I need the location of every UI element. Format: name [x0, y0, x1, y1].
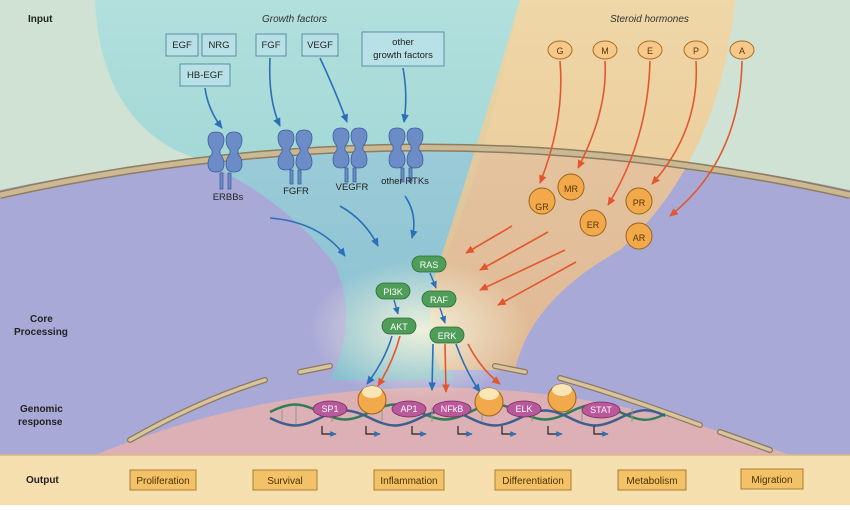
svg-text:E: E: [647, 46, 653, 56]
kinase-ras: RAS: [411, 255, 447, 273]
receptor-vegfr: [332, 127, 368, 183]
svg-text:ER: ER: [587, 220, 600, 230]
kinase-akt: AKT: [381, 317, 417, 335]
gf-vegf: VEGF: [301, 33, 339, 57]
svg-text:AP1: AP1: [400, 404, 417, 414]
hormone-g: G: [547, 40, 573, 60]
hormone-p: P: [683, 40, 709, 60]
output-differentiation: Differentiation: [494, 469, 572, 491]
gf-hb-egf: HB-EGF: [179, 63, 231, 87]
hormone-e: E: [637, 40, 663, 60]
svg-text:GR: GR: [535, 202, 549, 212]
svg-text:M: M: [601, 46, 609, 56]
svg-text:SP1: SP1: [321, 404, 338, 414]
hormone-m: M: [592, 40, 618, 60]
gf-egf: EGF: [165, 33, 199, 57]
svg-text:Migration: Migration: [751, 475, 792, 486]
svg-text:Proliferation: Proliferation: [136, 476, 189, 487]
gf-other: other growth factors: [361, 31, 445, 67]
svg-text:AKT: AKT: [390, 322, 408, 332]
steroid-to-core-arrows: [465, 225, 577, 306]
svg-text:PR: PR: [633, 198, 646, 208]
svg-text:RAS: RAS: [420, 260, 439, 270]
core-to-genome-arrows-orange: [377, 335, 501, 393]
kinase-raf: RAF: [421, 290, 457, 308]
output-proliferation: Proliferation: [129, 469, 197, 491]
label-genomic-1: Genomic: [20, 404, 63, 415]
svg-text:Differentiation: Differentiation: [502, 476, 564, 487]
svg-text:Survival: Survival: [267, 476, 303, 487]
tf-sp1: SP1: [312, 400, 348, 418]
svg-text:FGF: FGF: [262, 40, 281, 51]
kinase-erk: ERK: [429, 326, 465, 344]
svg-text:PI3K: PI3K: [383, 287, 403, 297]
svg-text:Metabolism: Metabolism: [626, 476, 677, 487]
hormone-arrows: [539, 60, 743, 217]
svg-text:NRG: NRG: [208, 40, 229, 51]
core-to-genome-arrows-blue: [366, 335, 481, 393]
tf-elk: ELK: [506, 400, 542, 418]
svg-text:ERK: ERK: [438, 331, 457, 341]
receptor-fgfr: [277, 129, 313, 185]
nucleus: [95, 387, 790, 455]
svg-text:STAT: STAT: [590, 405, 612, 415]
receptor-ar: AR: [625, 222, 653, 250]
output-migration: Migration: [740, 468, 804, 490]
svg-text:P: P: [693, 46, 699, 56]
hormone-a: A: [729, 40, 755, 60]
tf-stat: STAT: [581, 401, 621, 419]
label-core-2: Processing: [14, 327, 68, 338]
svg-text:ELK: ELK: [515, 404, 532, 414]
heading-growth-factors: Growth factors: [262, 14, 327, 25]
kinase-arrows: [392, 272, 447, 324]
svg-text:G: G: [556, 46, 563, 56]
receptor-to-core-arrows: [269, 195, 418, 257]
svg-text:MR: MR: [564, 184, 578, 194]
receptor-other-rtks-label: other RTKs: [381, 176, 429, 187]
svg-text:AR: AR: [633, 233, 646, 243]
label-input: Input: [28, 14, 53, 25]
coactivator-3: [547, 383, 577, 413]
heading-steroid-hormones: Steroid hormones: [610, 14, 689, 25]
svg-text:VEGF: VEGF: [307, 40, 333, 51]
gf-fgf: FGF: [255, 33, 287, 57]
output-survival: Survival: [252, 469, 318, 491]
label-core-1: Core: [30, 314, 53, 325]
coactivator-2: [474, 387, 504, 417]
svg-text:other: other: [392, 37, 414, 48]
svg-text:EGF: EGF: [172, 40, 192, 51]
tf-nfkb: NFkB: [432, 400, 472, 418]
label-genomic-2: response: [18, 417, 63, 428]
kinase-pi3k: PI3K: [375, 282, 411, 300]
receptor-erbbs: [207, 131, 243, 190]
receptor-mr: MR: [557, 173, 585, 201]
label-output: Output: [26, 475, 59, 486]
coactivator-1: [357, 385, 387, 415]
receptor-fgfr-label: FGFR: [283, 186, 309, 197]
tf-ap1: AP1: [391, 400, 427, 418]
output-inflammation: Inflammation: [373, 469, 445, 491]
output-metabolism: Metabolism: [617, 469, 687, 491]
svg-text:NFkB: NFkB: [441, 404, 464, 414]
receptor-er: ER: [579, 209, 607, 237]
transcription-start-arrows: [321, 426, 609, 437]
gf-nrg: NRG: [201, 33, 237, 57]
svg-text:A: A: [739, 46, 745, 56]
receptor-gr: GR: [528, 187, 556, 215]
receptor-other-rtks: [388, 127, 424, 183]
receptor-vegfr-label: VEGFR: [336, 182, 369, 193]
svg-text:RAF: RAF: [430, 295, 449, 305]
gf-arrows: [204, 57, 409, 129]
core-glow: [310, 260, 530, 400]
receptor-pr: PR: [625, 187, 653, 215]
svg-text:Inflammation: Inflammation: [380, 476, 437, 487]
svg-text:HB-EGF: HB-EGF: [187, 70, 223, 81]
receptor-erbbs-label: ERBBs: [213, 192, 244, 203]
svg-text:growth factors: growth factors: [373, 50, 433, 61]
